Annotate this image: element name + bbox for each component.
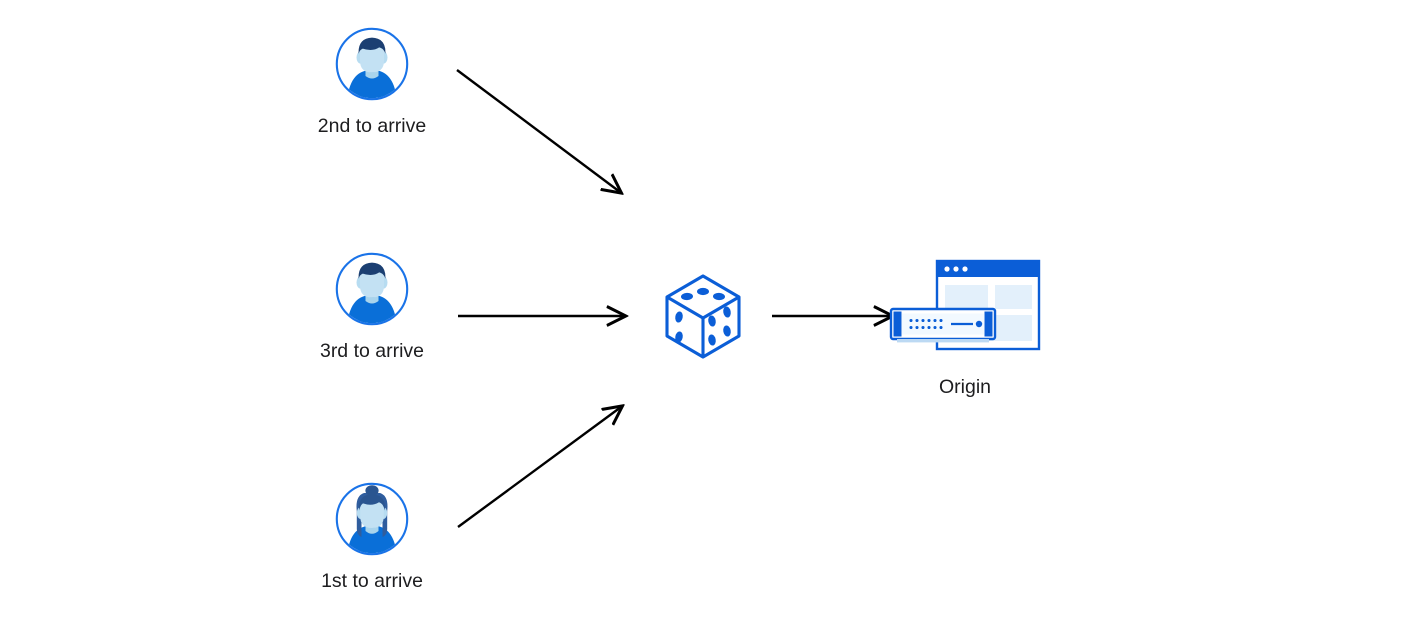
node-client-1st: 1st to arrive <box>292 481 452 593</box>
arrow-2nd-to-dice <box>456 69 620 192</box>
user-avatar-icon <box>335 27 409 101</box>
node-client-2nd: 2nd to arrive <box>292 26 452 138</box>
node-label-origin: Origin <box>938 376 992 398</box>
avatar <box>292 481 452 557</box>
user-avatar-icon <box>335 252 409 326</box>
node-client-3rd: 3rd to arrive <box>292 251 452 363</box>
node-label-client-3rd: 3rd to arrive <box>319 340 425 362</box>
node-label-client-2nd: 2nd to arrive <box>317 115 427 137</box>
node-label-client-1st: 1st to arrive <box>321 570 423 592</box>
server-device-shape <box>889 307 997 343</box>
dice-icon <box>665 274 741 359</box>
origin-icon-wrap <box>875 253 1055 363</box>
user-avatar-icon <box>335 482 409 556</box>
arrow-1st-to-dice <box>457 407 621 528</box>
origin-server-icon <box>889 259 1041 351</box>
avatar <box>292 26 452 102</box>
node-load-balancer <box>648 261 758 371</box>
avatar <box>292 251 452 327</box>
node-origin: Origin <box>875 253 1055 399</box>
